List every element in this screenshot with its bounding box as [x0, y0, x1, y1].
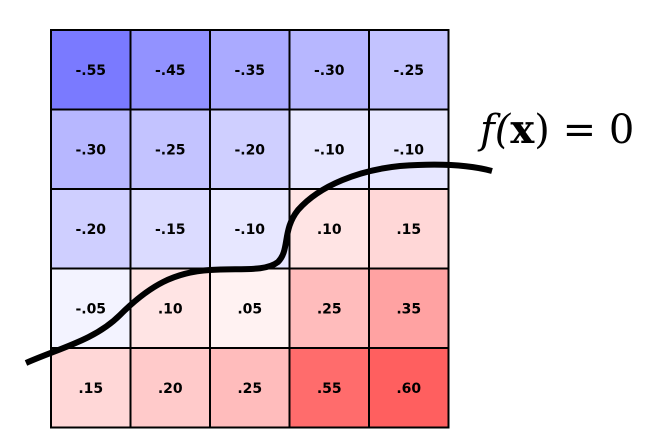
grid-cell [209, 267, 291, 349]
grid-cell-value: -.30 [314, 63, 345, 79]
grid-cell [129, 188, 211, 270]
decision-boundary-label: f(x) = 0 [480, 107, 635, 153]
grid-cell-value: -.10 [393, 142, 424, 158]
grid-cell-value: -.30 [75, 142, 106, 158]
grid-cell [129, 29, 211, 111]
grid-cell [50, 29, 132, 111]
grid-cell-value: .60 [396, 381, 421, 397]
grid-cell [368, 267, 450, 349]
grid-cell [368, 108, 450, 190]
grid-cell [368, 347, 450, 429]
grid-cell [50, 108, 132, 190]
grid-cell [209, 347, 291, 429]
grid-cell-value: .55 [317, 381, 342, 397]
grid-cell-value: .35 [396, 301, 421, 317]
grid-cell-value: .25 [317, 301, 342, 317]
grid-cell-value: -.20 [75, 222, 106, 238]
grid-cell-value: .25 [237, 381, 262, 397]
grid-cell-value: .15 [78, 381, 103, 397]
grid-cell [288, 267, 370, 349]
grid-cell [129, 347, 211, 429]
func-var: x [510, 106, 535, 153]
grid-cell-value: -.10 [314, 142, 345, 158]
grid-cell-value: -.45 [155, 63, 186, 79]
grid-cell-value: -.10 [234, 222, 265, 238]
grid-cell-value: -.20 [234, 142, 265, 158]
grid-cell-value: -.15 [155, 222, 186, 238]
func-suffix: ) = 0 [534, 107, 635, 153]
grid-cell [209, 108, 291, 190]
grid-cell-value: -.55 [75, 63, 106, 79]
grid-cell-value: -.25 [393, 63, 424, 79]
grid-cell-value: .05 [237, 301, 262, 317]
grid-cell-value: -.35 [234, 63, 265, 79]
grid-cells: -.55 -.45 -.35 -.30 -.25 -.30 -.25 -.20 -.10 -.10… [50, 29, 450, 429]
grid-cell-value: .15 [396, 222, 421, 238]
decision-boundary-curve [24, 161, 493, 366]
grid-cell-value: .20 [158, 381, 183, 397]
grid-cell-value: -.05 [75, 301, 106, 317]
grid-cell [50, 347, 132, 429]
func-prefix: f( [480, 107, 511, 153]
grid-cell-value: .10 [317, 222, 342, 238]
grid-cell-value: .10 [158, 301, 183, 317]
grid-cell-value: -.25 [155, 142, 186, 158]
